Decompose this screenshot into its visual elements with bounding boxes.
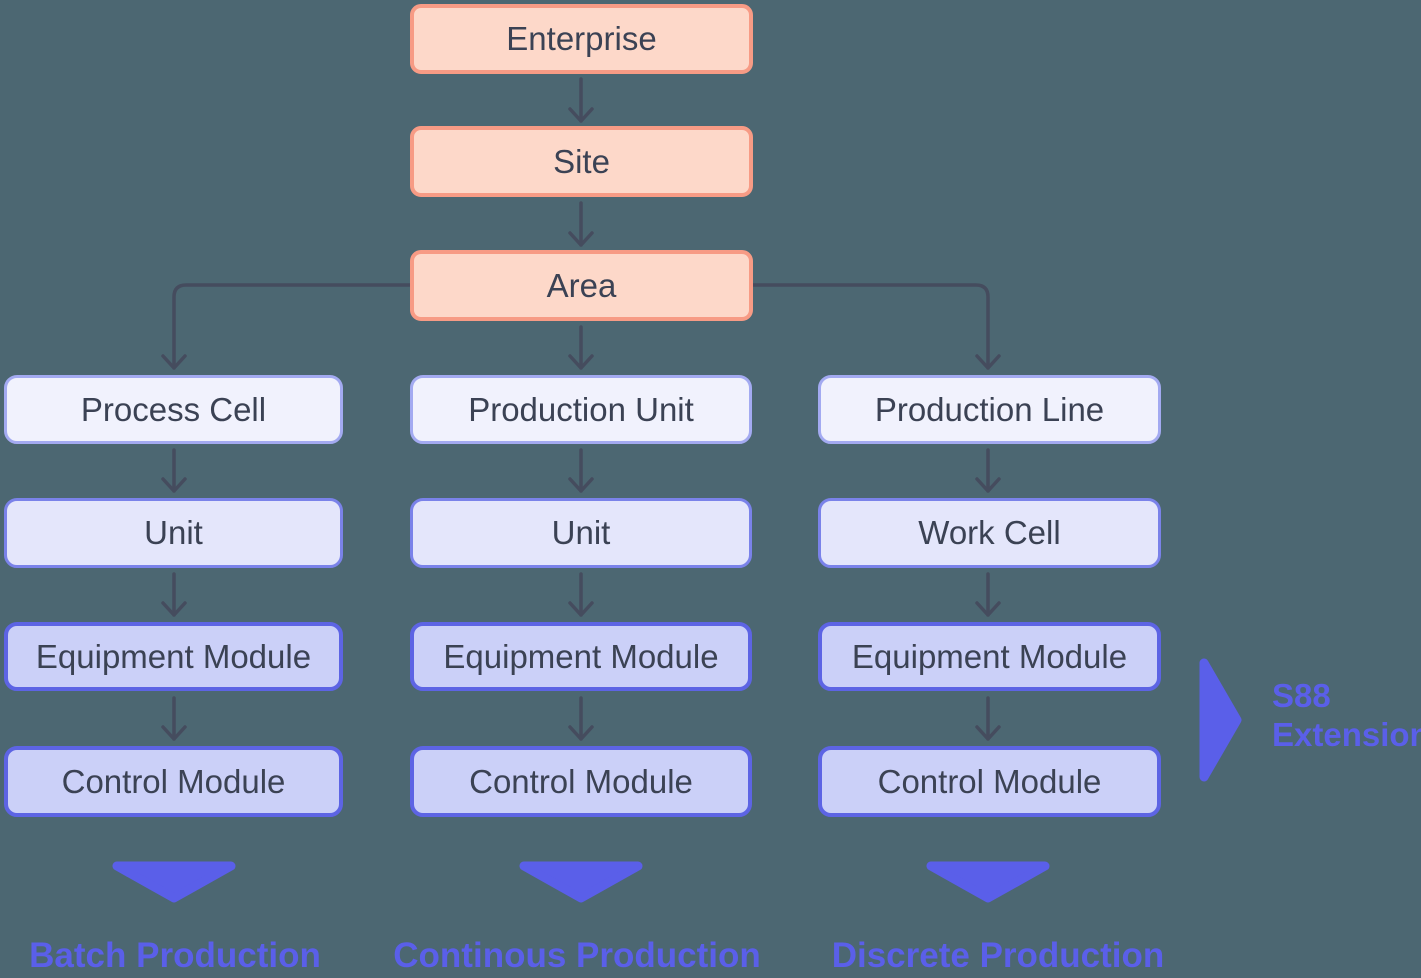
arrow-process-cell-to-unit — [161, 448, 187, 493]
node-equipment-module-continous-label: Equipment Module — [443, 637, 719, 675]
triangle-down-discrete-icon — [926, 861, 1050, 903]
arrow-area-to-process-cell — [161, 283, 412, 370]
s88-extension-line1: S88 — [1272, 677, 1331, 714]
continous-production-label: Continous Production — [393, 936, 761, 975]
arrow-production-unit-to-unit — [568, 448, 594, 493]
node-work-cell: Work Cell — [818, 498, 1161, 568]
node-production-unit-label: Production Unit — [468, 390, 694, 428]
node-process-cell-label: Process Cell — [80, 390, 267, 428]
node-control-module-batch: Control Module — [4, 746, 343, 817]
node-unit-continous: Unit — [410, 498, 752, 568]
triangle-down-batch-icon — [112, 861, 236, 903]
node-equipment-module-batch-label: Equipment Module — [35, 637, 312, 675]
node-control-module-batch-label: Control Module — [61, 762, 286, 800]
node-unit-batch-label: Unit — [144, 514, 203, 551]
arrow-site-to-area — [568, 201, 594, 247]
node-control-module-continous-label: Control Module — [469, 762, 693, 800]
node-site-label: Site — [553, 142, 610, 180]
node-control-module-discrete-label: Control Module — [877, 762, 1102, 800]
node-equipment-module-continous: Equipment Module — [410, 622, 752, 691]
arrow-unit-to-equipment-module-1 — [161, 572, 187, 617]
node-control-module-continous: Control Module — [410, 746, 752, 817]
s88-extension-line2: Extension — [1272, 716, 1421, 753]
batch-production-label: Batch Production — [29, 936, 321, 975]
s88-extension-label: S88 Extension — [1272, 676, 1421, 754]
arrow-equipment-to-control-module-3 — [975, 696, 1001, 741]
arrow-equipment-to-control-module-2 — [568, 696, 594, 741]
arrow-production-line-to-work-cell — [975, 448, 1001, 493]
triangle-right-s88-extension-icon — [1199, 658, 1242, 782]
node-production-unit: Production Unit — [410, 375, 752, 444]
node-site: Site — [410, 126, 753, 197]
node-work-cell-label: Work Cell — [918, 514, 1061, 551]
node-unit-batch: Unit — [4, 498, 343, 568]
node-enterprise: Enterprise — [410, 4, 753, 74]
arrow-work-cell-to-equipment-module-3 — [975, 572, 1001, 617]
node-enterprise-label: Enterprise — [506, 20, 657, 57]
discrete-production-label: Discrete Production — [831, 936, 1165, 975]
node-area-label: Area — [546, 266, 617, 304]
arrow-equipment-to-control-module-1 — [161, 696, 187, 741]
node-production-line: Production Line — [818, 375, 1161, 444]
node-production-line-label: Production Line — [874, 390, 1105, 428]
arrow-unit-to-equipment-module-2 — [568, 572, 594, 617]
arrow-enterprise-to-site — [568, 77, 594, 123]
node-equipment-module-batch: Equipment Module — [4, 622, 343, 691]
arrow-area-to-production-unit — [568, 325, 594, 370]
node-equipment-module-discrete: Equipment Module — [818, 622, 1161, 691]
node-process-cell: Process Cell — [4, 375, 343, 444]
arrow-area-to-production-line — [751, 283, 1001, 370]
node-control-module-discrete: Control Module — [818, 746, 1161, 817]
node-area: Area — [410, 250, 753, 321]
node-equipment-module-discrete-label: Equipment Module — [851, 637, 1128, 675]
triangle-down-continous-icon — [519, 861, 643, 903]
node-unit-continous-label: Unit — [551, 514, 611, 551]
